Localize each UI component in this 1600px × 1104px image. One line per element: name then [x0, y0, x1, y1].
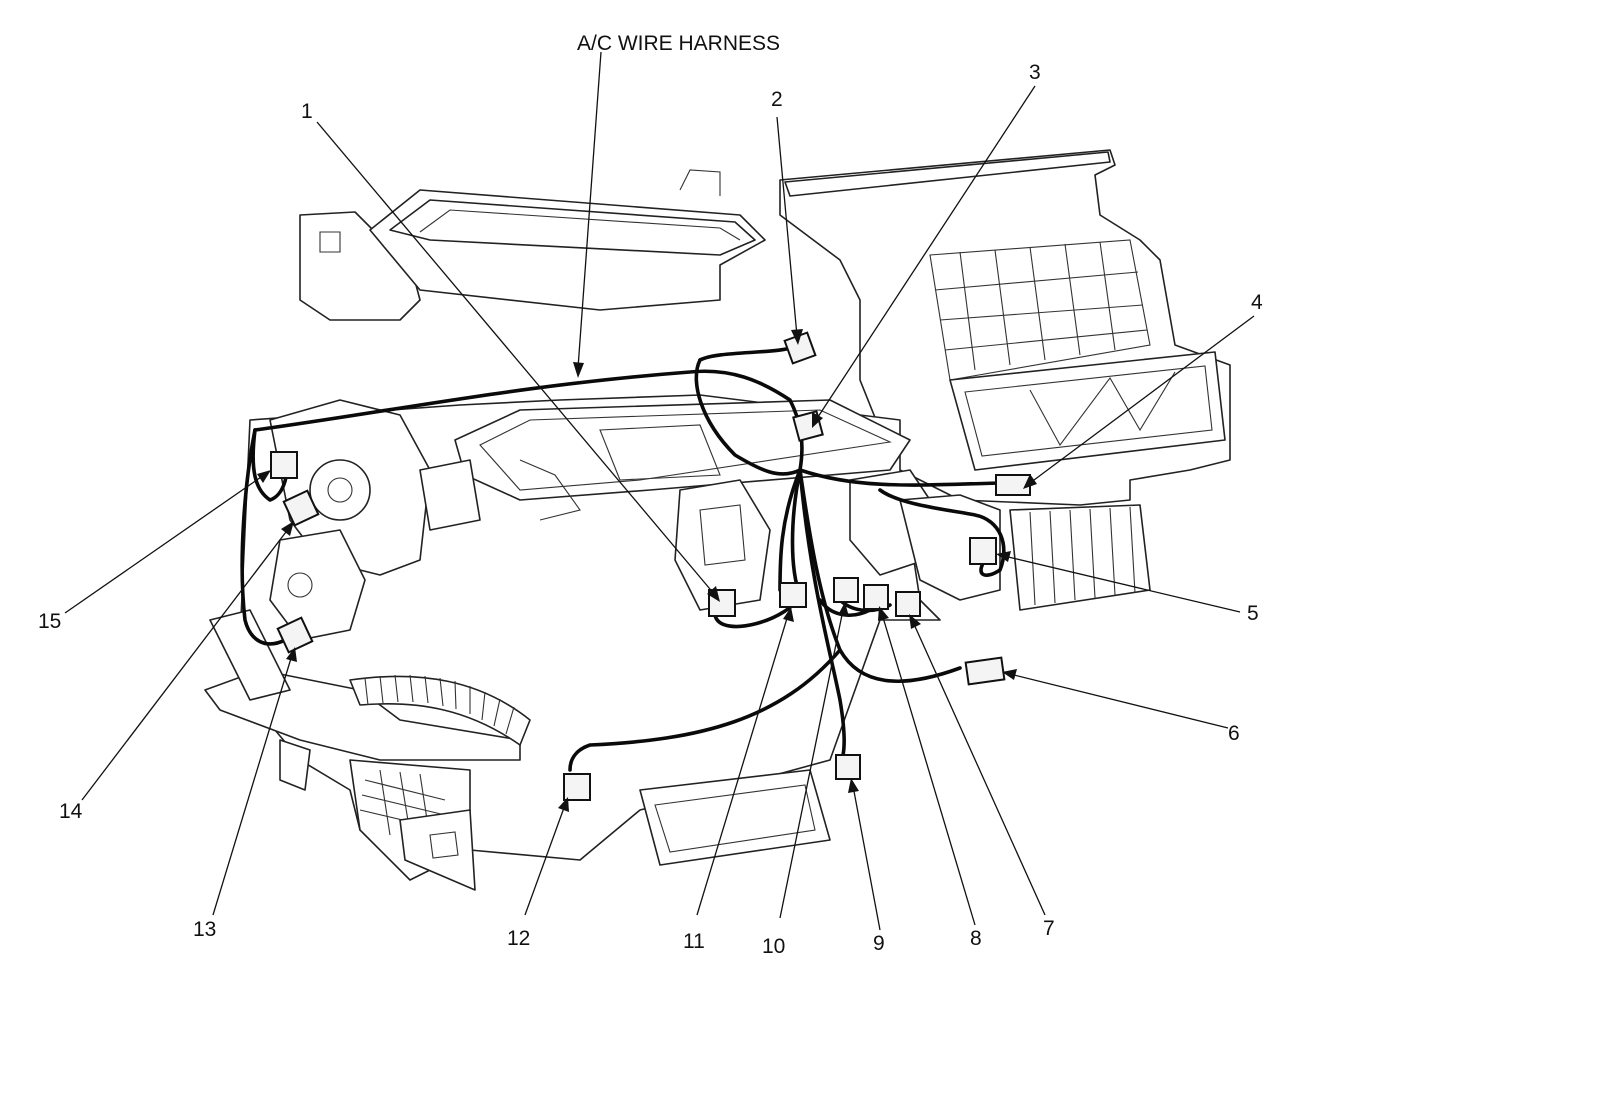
leader-lines — [64, 51, 1255, 931]
callout-labels: 1 2 3 4 5 6 7 8 9 10 11 12 13 14 15 — [38, 61, 1263, 958]
connector-12 — [563, 773, 591, 801]
connector-5 — [969, 537, 997, 565]
wire-harness — [240, 343, 1006, 772]
connector-9 — [835, 754, 861, 780]
connector-6 — [964, 656, 1006, 686]
connector-1 — [708, 589, 736, 617]
callout-8: 8 — [970, 927, 982, 950]
callout-6: 6 — [1228, 722, 1240, 745]
corrugated-conduit — [349, 674, 531, 746]
callout-9: 9 — [873, 932, 885, 955]
connector-8 — [863, 584, 889, 610]
connector-13 — [276, 616, 314, 654]
callout-15: 15 — [38, 610, 61, 633]
connector-7 — [895, 591, 921, 617]
connector-10 — [833, 577, 859, 603]
callout-3: 3 — [1029, 61, 1041, 84]
connector-11 — [779, 582, 807, 608]
callout-1: 1 — [301, 100, 313, 123]
harness-title: A/C WIRE HARNESS — [577, 32, 780, 55]
connectors — [270, 331, 1031, 801]
callout-2: 2 — [771, 88, 783, 111]
callout-11: 11 — [683, 930, 705, 953]
connector-15 — [270, 451, 298, 479]
callout-14: 14 — [59, 800, 83, 823]
callout-13: 13 — [193, 918, 216, 941]
hvac-unit-drawing — [204, 149, 1231, 891]
callout-7: 7 — [1043, 917, 1055, 940]
callout-5: 5 — [1247, 602, 1259, 625]
connector-14 — [282, 489, 320, 527]
callout-4: 4 — [1251, 291, 1263, 314]
callout-12: 12 — [507, 927, 530, 950]
callout-10: 10 — [762, 935, 785, 958]
